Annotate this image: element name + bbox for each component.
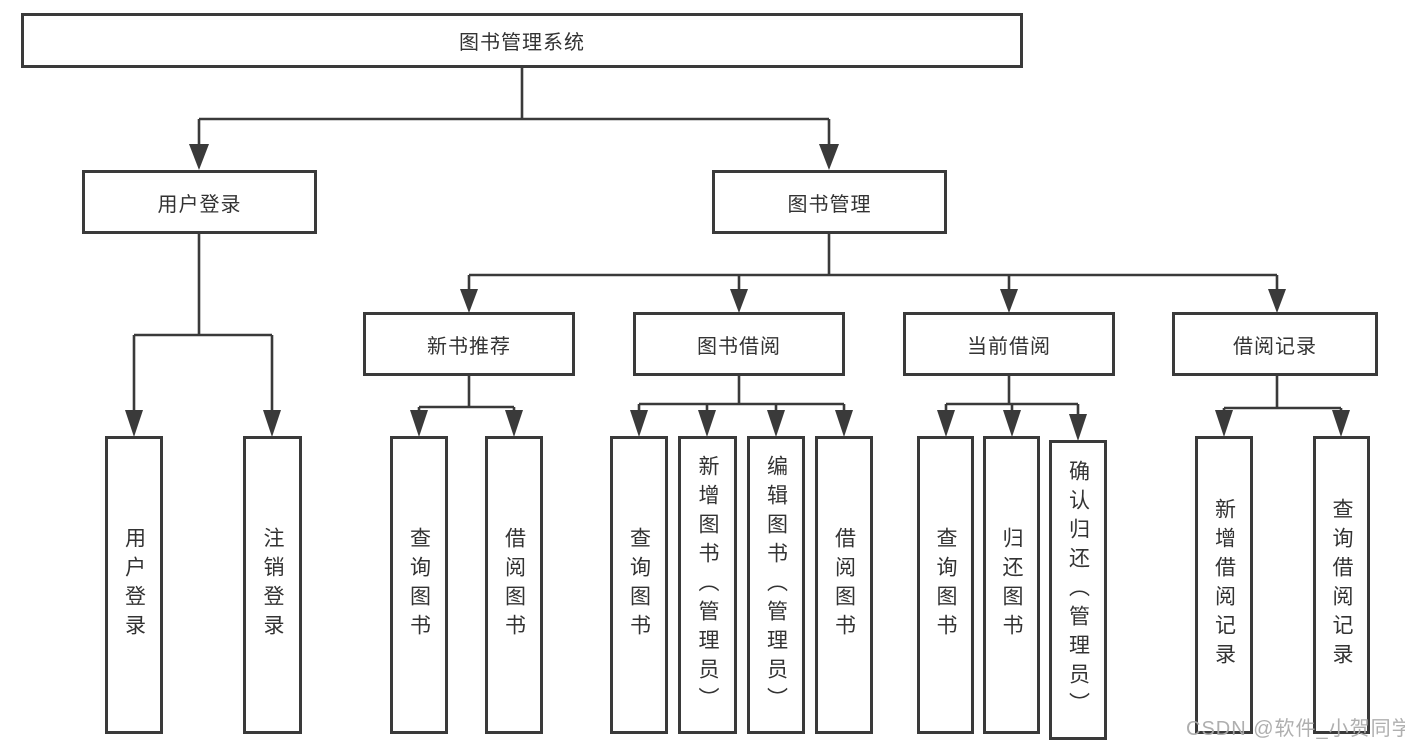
node-book-borrowing: 图书借阅 — [633, 312, 845, 376]
node-leaf-query-books-current: 查询图书 — [917, 436, 974, 734]
node-leaf-query-books-borrowing: 查询图书 — [610, 436, 668, 734]
node-new-book-recommend: 新书推荐 — [363, 312, 575, 376]
node-book-management: 图书管理 — [712, 170, 947, 234]
node-leaf-confirm-return-admin: 确认归还（管理员） — [1049, 440, 1107, 740]
node-leaf-query-borrow-record: 查询借阅记录 — [1313, 436, 1370, 734]
arrowheads — [125, 144, 1350, 441]
node-borrowing-records: 借阅记录 — [1172, 312, 1378, 376]
node-leaf-logout: 注销登录 — [243, 436, 302, 734]
node-user-login: 用户登录 — [82, 170, 317, 234]
node-leaf-add-books-admin: 新增图书（管理员） — [678, 436, 737, 734]
node-leaf-return-books: 归还图书 — [983, 436, 1040, 734]
csdn-watermark: CSDN @软件_小贺同学 — [1186, 718, 1405, 740]
node-leaf-borrow-books-recommend: 借阅图书 — [485, 436, 543, 734]
node-leaf-query-books-recommend: 查询图书 — [390, 436, 448, 734]
node-current-borrowing: 当前借阅 — [903, 312, 1115, 376]
node-leaf-borrow-books-borrowing: 借阅图书 — [815, 436, 873, 734]
node-leaf-edit-books-admin: 编辑图书（管理员） — [747, 436, 805, 734]
node-leaf-user-login: 用户登录 — [105, 436, 163, 734]
node-library-management-system: 图书管理系统 — [21, 13, 1023, 68]
node-leaf-add-borrow-record: 新增借阅记录 — [1195, 436, 1253, 734]
